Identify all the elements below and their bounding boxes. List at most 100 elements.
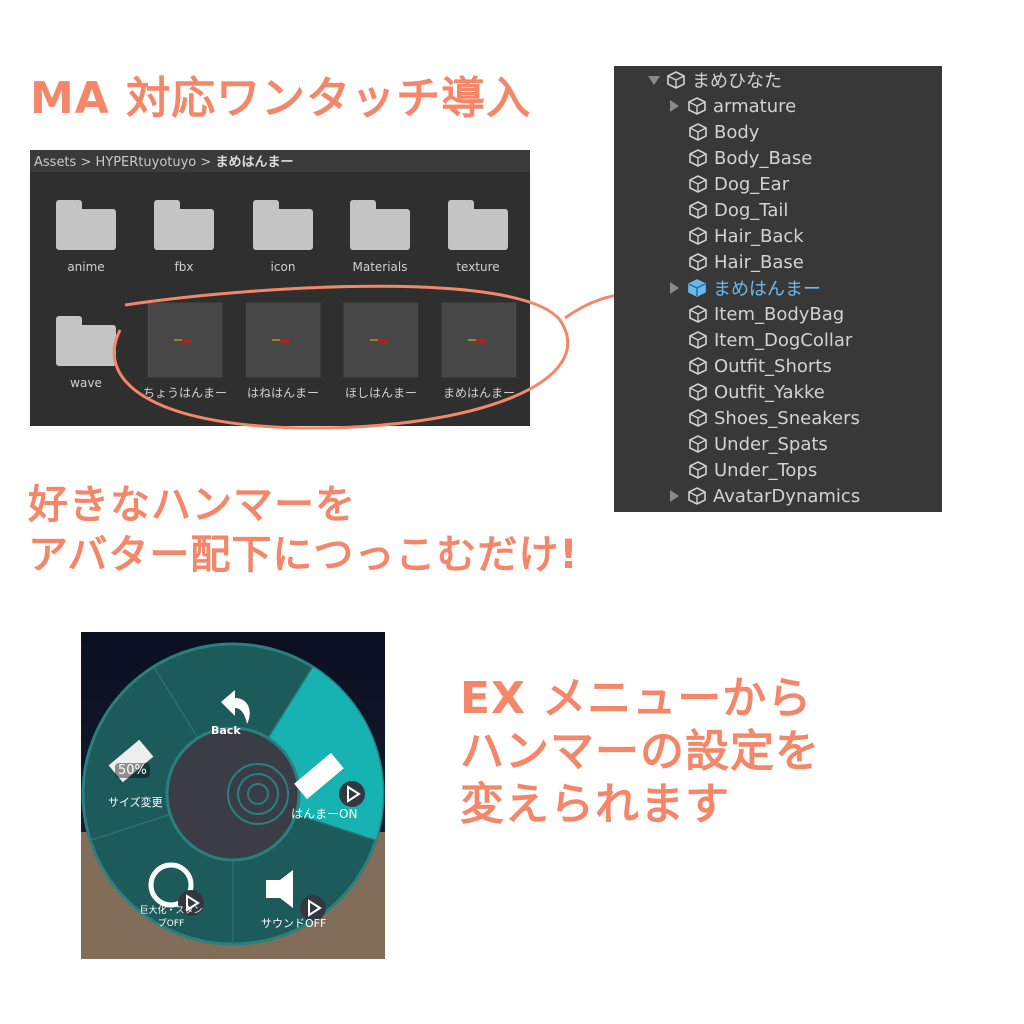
row-label: Body xyxy=(714,121,760,143)
hammer-thumbnail xyxy=(441,302,517,378)
row-label: まめひなた xyxy=(692,71,782,92)
play-badge xyxy=(300,895,326,921)
row-label: Under_Tops xyxy=(714,459,818,481)
hierarchy-row[interactable]: AvatarDynamics xyxy=(670,483,860,509)
row-label: Under_Spats xyxy=(714,433,828,455)
gameobject-cube-icon xyxy=(689,253,707,271)
gameobject-cube-icon xyxy=(689,227,707,245)
gameobject-cube-icon xyxy=(689,149,707,167)
breadcrumb-current: まめはんまー xyxy=(215,155,294,170)
gameobject-cube-icon xyxy=(689,357,707,375)
row-label: Dog_Ear xyxy=(714,173,790,195)
sound-label: サウンドOFF xyxy=(261,917,327,930)
play-icon xyxy=(186,894,200,912)
breadcrumb-hypertuyotuyo[interactable]: HYPERtuyotuyo xyxy=(95,155,197,170)
gameobject-cube-icon xyxy=(688,487,706,505)
hierarchy-row[interactable]: Under_Tops xyxy=(688,457,817,483)
no-hand-icon xyxy=(148,862,194,908)
back-icon[interactable] xyxy=(221,690,250,724)
ex-menu: Back はんまーON サウンドOFF 巨大化・スタンプOFF サイズ変更 50… xyxy=(81,632,385,959)
prefab-chou[interactable]: ちょうはんまー xyxy=(140,302,230,401)
gameobject-cube-icon xyxy=(689,175,707,193)
gameobject-cube-icon xyxy=(688,97,706,115)
play-badge xyxy=(339,781,365,807)
instruction-line: アバター配下につっこむだけ! xyxy=(28,532,579,578)
row-label: まめはんまー xyxy=(713,279,821,300)
hierarchy-row[interactable]: Outfit_Yakke xyxy=(688,379,825,405)
prefab-hane[interactable]: はねはんまー xyxy=(238,302,328,401)
hierarchy-row[interactable]: Hair_Back xyxy=(688,223,804,249)
gameobject-cube-icon xyxy=(689,435,707,453)
collapse-arrow-icon[interactable] xyxy=(670,100,679,112)
folder-materials[interactable]: Materials xyxy=(335,200,425,274)
collapse-arrow-icon[interactable] xyxy=(670,490,679,502)
gameobject-cube-icon xyxy=(689,383,707,401)
gameobject-cube-icon xyxy=(689,461,707,479)
ex-line: ハンマーの設定を xyxy=(460,726,820,777)
hierarchy-row[interactable]: Outfit_Shorts xyxy=(688,353,832,379)
collapse-arrow-icon[interactable] xyxy=(670,282,679,294)
prefab-mame[interactable]: まめはんまー xyxy=(434,302,524,401)
segment-divider xyxy=(295,813,376,842)
row-label: Item_BodyBag xyxy=(714,303,845,325)
title-heading: MA 対応ワンタッチ導入 xyxy=(30,73,532,124)
folder-icon xyxy=(56,316,116,366)
gameobject-cube-icon xyxy=(689,409,707,427)
segment-divider xyxy=(152,666,199,739)
ex-menu-heading: EX メニューからハンマーの設定を変えられます xyxy=(460,672,820,831)
hammer-thumbnail xyxy=(147,302,223,378)
folder-icon xyxy=(448,200,508,250)
joystick-ring-icon xyxy=(237,773,279,815)
gameobject-cube-icon xyxy=(689,123,707,141)
hierarchy-row[interactable]: Item_DogCollar xyxy=(688,327,852,353)
back-label: Back xyxy=(211,724,241,737)
breadcrumb-assets[interactable]: Assets xyxy=(34,155,77,170)
size-value: 50% xyxy=(115,763,150,778)
folder-icon-dir[interactable]: icon xyxy=(238,200,328,274)
hierarchy-row[interactable]: Dog_Ear xyxy=(688,171,789,197)
play-icon xyxy=(308,899,322,917)
play-icon xyxy=(347,785,361,803)
prefab-hoshi[interactable]: ほしはんまー xyxy=(336,302,426,401)
instruction-heading: 好きなハンマーをアバター配下につっこむだけ! xyxy=(28,480,579,580)
folder-icon xyxy=(154,200,214,250)
hierarchy-root[interactable]: まめひなた xyxy=(648,67,782,93)
gameobject-cube-icon xyxy=(688,279,706,297)
folder-icon xyxy=(56,200,116,250)
speaker-icon xyxy=(266,880,280,898)
hierarchy-row[interactable]: Body_Base xyxy=(688,145,812,171)
row-label: Dog_Tail xyxy=(714,199,789,221)
gameobject-cube-icon xyxy=(689,331,707,349)
gameobject-cube-icon xyxy=(689,201,707,219)
row-label: AvatarDynamics xyxy=(713,485,861,507)
speaker-cone xyxy=(280,870,293,908)
ex-line: 変えられます xyxy=(460,779,730,830)
hierarchy-row[interactable]: Hair_Base xyxy=(688,249,804,275)
folder-wave[interactable]: wave xyxy=(41,316,131,390)
hierarchy-row[interactable]: Body xyxy=(688,119,759,145)
hierarchy-row[interactable]: Item_BodyBag xyxy=(688,301,844,327)
segment-divider xyxy=(90,813,171,842)
resize-icon xyxy=(108,739,154,783)
radial-menu xyxy=(81,642,385,946)
hammer-icon xyxy=(294,752,344,800)
folder-icon xyxy=(253,200,313,250)
hierarchy-row[interactable]: まめはんまー xyxy=(670,275,821,301)
folder-anime[interactable]: anime xyxy=(41,200,131,274)
row-label: Shoes_Sneakers xyxy=(714,407,860,429)
joystick-ring-icon xyxy=(247,783,269,805)
expand-arrow-icon[interactable] xyxy=(648,75,660,85)
menu-center[interactable] xyxy=(165,726,301,862)
row-label: Outfit_Shorts xyxy=(714,355,832,377)
row-label: Item_DogCollar xyxy=(714,329,853,351)
hierarchy-row[interactable]: Shoes_Sneakers xyxy=(688,405,860,431)
hierarchy-row[interactable]: Dog_Tail xyxy=(688,197,788,223)
hierarchy-row[interactable]: armature xyxy=(670,93,796,119)
folder-fbx[interactable]: fbx xyxy=(139,200,229,274)
folder-texture[interactable]: texture xyxy=(433,200,523,274)
hammer-thumbnail xyxy=(343,302,419,378)
play-badge xyxy=(178,890,204,916)
hierarchy-row[interactable]: Under_Spats xyxy=(688,431,828,457)
hammer-thumbnail xyxy=(245,302,321,378)
